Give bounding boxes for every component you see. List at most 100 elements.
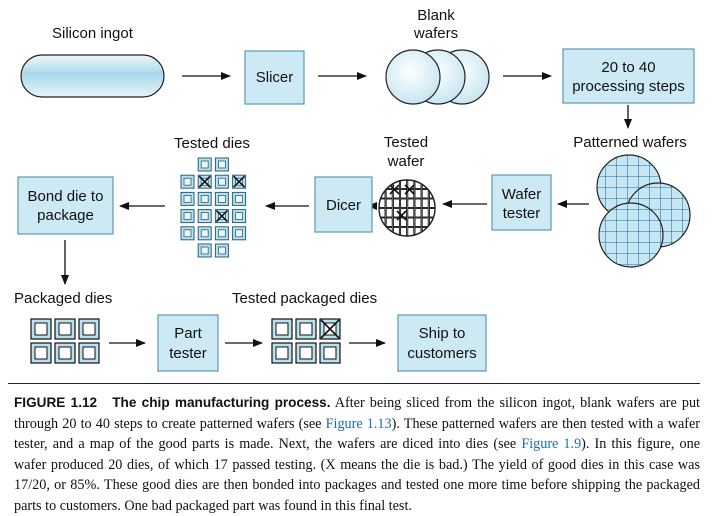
wafer-die <box>400 189 408 199</box>
blank-wafers-label-line2: wafers <box>413 25 458 42</box>
tested-wafer-icon <box>378 179 436 237</box>
wafer-die <box>407 198 415 208</box>
tested-die <box>214 157 229 172</box>
processing-steps-box <box>562 48 695 104</box>
part-tester-line-2: tester <box>169 345 207 362</box>
part-tester-box <box>157 314 219 372</box>
patterned-wafers-icon <box>596 154 691 268</box>
tested-die <box>214 243 229 258</box>
tested-die <box>197 226 212 241</box>
packaged-die <box>271 342 293 364</box>
tested-dies-label: Tested dies <box>174 135 250 152</box>
wafer-die <box>421 189 429 199</box>
tested-wafer-label-line2: wafer <box>387 153 425 170</box>
packaged-die <box>54 342 76 364</box>
wafer-die <box>392 198 400 208</box>
wafer-die <box>385 189 393 199</box>
tested-wafer-label-line1: Tested <box>384 134 428 151</box>
slicer-box <box>244 50 305 105</box>
silicon-ingot-icon <box>20 54 165 98</box>
figure-caption: FIGURE 1.12 The chip manufacturing proce… <box>14 393 700 516</box>
caption-text-3: ). In this figure, one wafer produced 20… <box>14 436 700 514</box>
tested-packaged-dies-label: Tested packaged dies <box>232 290 377 307</box>
wafer-die <box>385 208 393 218</box>
packaged-die <box>319 342 341 364</box>
packaged-die <box>30 318 52 340</box>
tested-packaged-dies-icon <box>271 318 341 364</box>
caption-text-1: After being sliced from the silicon ingo… <box>14 395 701 432</box>
ship-line-2: customers <box>407 345 476 362</box>
tested-die <box>197 157 212 172</box>
wafer-die <box>428 198 435 208</box>
ship-box <box>397 314 487 372</box>
tested-die <box>214 191 229 206</box>
packaged-die <box>295 318 317 340</box>
bond-line-1: Bond die to <box>28 188 104 205</box>
wafer-tester-line-1: Wafer <box>502 186 541 203</box>
packaged-die <box>54 318 76 340</box>
tested-die <box>232 191 247 206</box>
wafer-die <box>414 208 422 218</box>
wafer-die <box>407 217 415 227</box>
bond-die-box <box>17 176 114 235</box>
wafer-die <box>414 189 422 199</box>
wafer-die <box>421 217 429 227</box>
wafer-tester-box <box>491 174 552 231</box>
tested-die <box>197 191 212 206</box>
packaged-dies-label: Packaged dies <box>14 290 112 307</box>
wafer-die <box>428 180 435 189</box>
wafer-die <box>414 198 422 208</box>
wafer-die <box>421 208 429 218</box>
tested-dies-icon <box>180 157 247 258</box>
silicon-ingot-label: Silicon ingot <box>52 25 134 42</box>
caption-title: The chip manufacturing process. <box>112 395 331 410</box>
packaged-die <box>78 342 100 364</box>
bond-line-2: package <box>37 207 94 224</box>
packaged-die <box>78 318 100 340</box>
wafer-die <box>379 198 386 208</box>
wafer-die <box>428 227 435 236</box>
packaged-die <box>319 318 341 340</box>
tested-die <box>197 174 212 189</box>
processing-line-2: processing steps <box>572 78 685 95</box>
chip-manufacturing-diagram: Silicon ingot Slicer Blank wafers 20 to … <box>14 7 695 372</box>
blank-wafers-label-line1: Blank <box>417 7 455 24</box>
wafer-die <box>379 227 386 236</box>
tested-die <box>197 209 212 224</box>
tested-die <box>232 209 247 224</box>
packaged-die <box>295 342 317 364</box>
wafer-die <box>392 189 400 199</box>
caption-text-2: ). These patterned wafers are then teste… <box>14 415 700 453</box>
wafer-die <box>407 208 415 218</box>
tested-die <box>180 191 195 206</box>
slicer-label: Slicer <box>256 69 294 86</box>
tested-die <box>232 174 247 189</box>
wafer-tester-line-2: tester <box>503 205 541 222</box>
tested-die <box>232 226 247 241</box>
packaged-die <box>271 318 293 340</box>
wafer-die <box>379 208 386 218</box>
wafer-die <box>400 227 408 236</box>
blank-wafers-icon <box>385 49 490 105</box>
wafer-die <box>421 198 429 208</box>
wafer-die <box>428 208 435 218</box>
packaged-die <box>30 342 52 364</box>
patterned-wafers-label: Patterned wafers <box>573 134 686 151</box>
wafer-die <box>400 198 408 208</box>
dicer-label: Dicer <box>326 197 361 214</box>
wafer-die <box>385 217 393 227</box>
caption-ref-figure-1-13[interactable]: Figure 1.13 <box>325 415 392 432</box>
part-tester-line-1: Part <box>174 325 202 342</box>
wafer-die <box>379 180 386 189</box>
caption-label: FIGURE 1.12 <box>14 395 98 410</box>
processing-line-1: 20 to 40 <box>601 59 655 76</box>
tested-die <box>197 243 212 258</box>
tested-die <box>214 226 229 241</box>
wafer-die <box>385 198 393 208</box>
caption-ref-figure-1-9[interactable]: Figure 1.9 <box>521 436 582 452</box>
tested-die <box>214 174 229 189</box>
tested-die <box>180 174 195 189</box>
tested-die <box>180 226 195 241</box>
packaged-dies-icon <box>30 318 100 364</box>
